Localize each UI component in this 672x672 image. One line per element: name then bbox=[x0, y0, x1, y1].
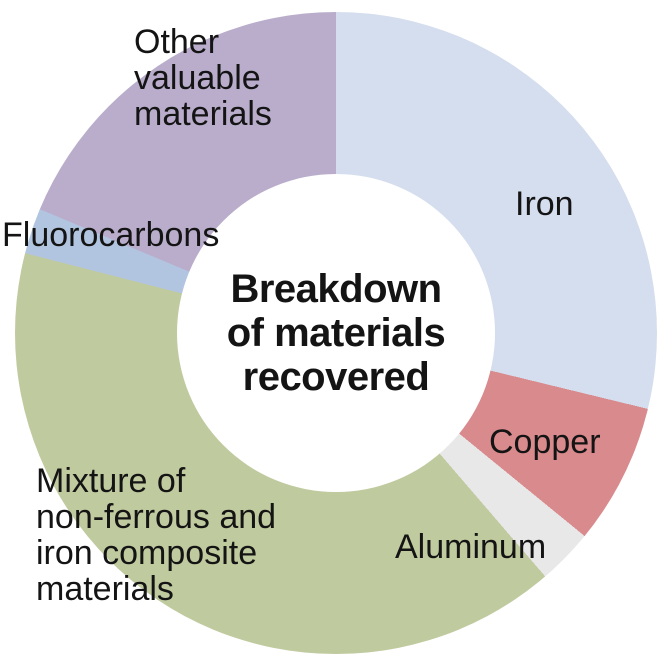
segment-label-line: Aluminum bbox=[395, 528, 547, 566]
segment-label-line: iron composite bbox=[36, 534, 258, 572]
chart-title-line: recovered bbox=[242, 355, 430, 399]
chart-title-line: of materials bbox=[226, 311, 446, 355]
segment-label-other-valuable-materials: Other valuable materials bbox=[134, 24, 272, 132]
segment-label-line: Fluorocarbons bbox=[2, 216, 220, 254]
chart-title: Breakdown of materials recovered bbox=[227, 267, 446, 399]
segment-label-copper: Copper bbox=[489, 424, 601, 460]
segment-label-line: Copper bbox=[489, 423, 601, 461]
segment-label-line: materials bbox=[36, 570, 174, 608]
segment-label-mixture: Mixture of non-ferrous and iron composit… bbox=[36, 463, 276, 607]
segment-label-line: valuable bbox=[134, 59, 261, 97]
chart-title-line: Breakdown bbox=[230, 267, 442, 311]
donut-center: Breakdown of materials recovered bbox=[177, 174, 495, 492]
segment-label-fluorocarbons: Fluorocarbons bbox=[2, 217, 219, 253]
segment-label-line: materials bbox=[134, 95, 272, 133]
segment-label-line: Iron bbox=[515, 185, 574, 223]
segment-label-iron: Iron bbox=[515, 186, 574, 222]
segment-label-aluminum: Aluminum bbox=[395, 529, 546, 565]
segment-label-line: Mixture of bbox=[36, 462, 186, 500]
segment-label-line: non-ferrous and bbox=[36, 498, 277, 536]
segment-label-line: Other bbox=[134, 23, 220, 61]
